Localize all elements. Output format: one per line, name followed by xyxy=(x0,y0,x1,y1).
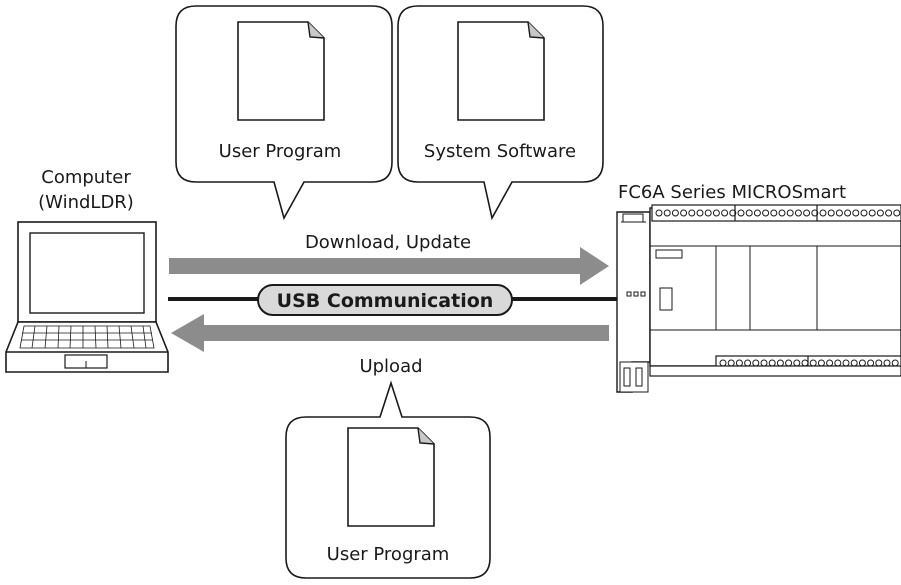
computer-label: Computer xyxy=(41,167,131,188)
computer-sublabel: (WindLDR) xyxy=(38,192,134,213)
terminal-screw xyxy=(852,209,860,217)
terminal-screw xyxy=(762,209,770,217)
upload-label: Upload xyxy=(359,356,422,377)
terminal-screw xyxy=(794,209,802,217)
terminal-screw xyxy=(827,209,835,217)
bubble-label: User Program xyxy=(219,141,342,162)
document-icon xyxy=(457,21,545,121)
terminal-screw xyxy=(753,209,761,217)
terminal-screw xyxy=(835,209,843,217)
terminal-screw xyxy=(786,209,794,217)
terminal-screw xyxy=(655,209,663,217)
bubble-label: System Software xyxy=(424,141,576,162)
terminal-screw xyxy=(721,209,729,217)
terminal-screw xyxy=(811,209,819,217)
terminal-screw xyxy=(868,209,876,217)
terminal-screw xyxy=(704,209,712,217)
terminal-screw xyxy=(745,209,753,217)
plc-label: FC6A Series MICROSmart xyxy=(618,182,846,203)
usb-communication-label: USB Communication xyxy=(277,290,494,312)
laptop-icon xyxy=(5,221,169,373)
terminal-screw xyxy=(680,209,688,217)
terminal-screw xyxy=(819,209,827,217)
terminal-screw xyxy=(663,209,671,217)
terminal-screw xyxy=(844,209,852,217)
terminal-screw xyxy=(803,209,811,217)
download-arrow xyxy=(169,247,609,285)
plc-device-illustration xyxy=(616,204,901,393)
usb-communication-pill xyxy=(257,284,513,316)
document-icon xyxy=(237,21,325,121)
terminal-screw xyxy=(729,209,737,217)
user-program-bubble-bottom: User Program xyxy=(285,380,491,579)
terminal-screw xyxy=(860,209,868,217)
system-software-bubble: System Software xyxy=(397,5,604,221)
bubble-label: User Program xyxy=(327,544,450,565)
terminal-screw xyxy=(712,209,720,217)
terminal-screw xyxy=(671,209,679,217)
terminal-screw xyxy=(696,209,704,217)
terminal-screw xyxy=(770,209,778,217)
terminal-screw xyxy=(885,209,893,217)
user-program-bubble-top: User Program xyxy=(175,5,393,221)
terminal-screw xyxy=(893,209,901,217)
terminal-screw xyxy=(778,209,786,217)
terminal-screw xyxy=(737,209,745,217)
upload-arrow xyxy=(171,314,609,352)
terminal-screw xyxy=(876,209,884,217)
document-icon xyxy=(347,427,435,527)
terminal-screw xyxy=(688,209,696,217)
download-update-label: Download, Update xyxy=(305,232,471,253)
